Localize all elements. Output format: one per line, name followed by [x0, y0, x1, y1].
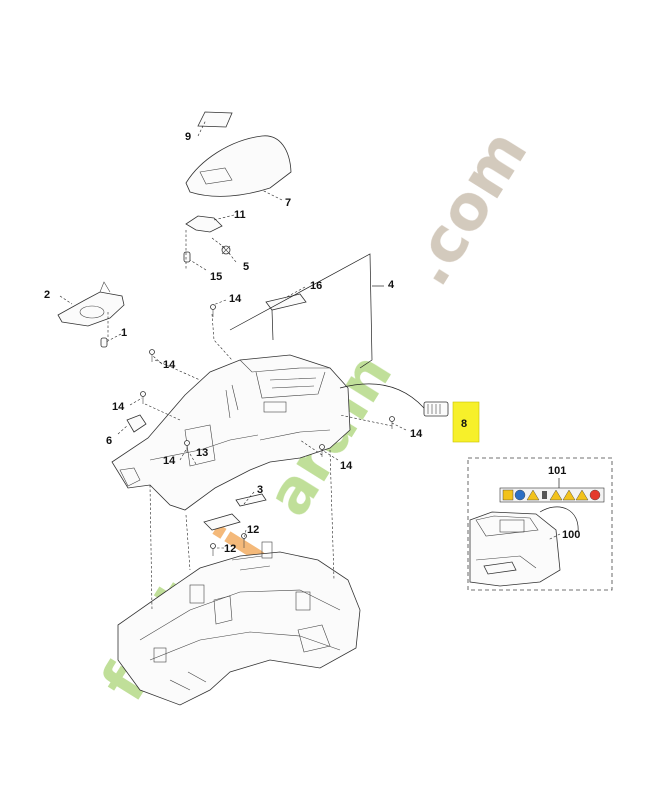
part-2-bracket	[57, 281, 125, 327]
callout-label: 11	[234, 209, 246, 221]
callout-label: 1	[121, 327, 127, 339]
callout-label: 14	[410, 428, 423, 440]
part-9-plate	[197, 111, 233, 128]
watermark-domain: .com	[391, 117, 542, 298]
callout-label: 14	[112, 401, 125, 413]
callout-label-101: 101	[548, 465, 566, 477]
callout-label: 4	[388, 279, 395, 291]
detail-inset: 101 100	[467, 457, 613, 591]
cable-to-connector	[339, 383, 425, 409]
callout-label: 5	[243, 261, 249, 273]
callout-label: 7	[285, 197, 291, 209]
screws-14	[140, 304, 395, 457]
main-housing	[111, 354, 351, 511]
callout-label: 15	[210, 271, 222, 283]
part-3-plate	[203, 493, 267, 531]
callout-label: 3	[257, 484, 263, 496]
inset-frame	[467, 457, 613, 591]
callout-label: 14	[229, 293, 242, 305]
callout-label: 13	[196, 447, 208, 459]
callout-label: 12	[224, 543, 236, 555]
callout-labels: 9 7 11 5 15 16 4 2 1 14 14 14 6 13 14 14…	[44, 131, 423, 555]
part-16-sticker	[265, 293, 307, 341]
highlight-box	[452, 401, 480, 443]
callout-label: 14	[340, 460, 353, 472]
part-15-pin	[183, 251, 191, 263]
leader-lines	[59, 119, 407, 611]
part-7-top-cover	[185, 135, 292, 197]
callout-label: 16	[310, 280, 322, 292]
callout-label: 14	[163, 359, 176, 371]
highlighted-callout-8: 8	[452, 401, 480, 443]
part-5-spring	[221, 245, 231, 255]
callout-label: 14	[163, 455, 176, 467]
part-11-latch	[185, 215, 223, 233]
part-6-knob	[126, 414, 147, 433]
callout-label-8: 8	[461, 418, 467, 430]
callout-label-100: 100	[562, 529, 580, 541]
callout-label: 6	[106, 435, 112, 447]
callout-label: 12	[247, 524, 259, 536]
part-8-connector	[423, 401, 449, 417]
warning-label-strip	[499, 487, 605, 503]
callout-label: 9	[185, 131, 191, 143]
lower-chassis	[117, 541, 361, 706]
callout-label: 2	[44, 289, 50, 301]
callout-bracket-4	[229, 253, 373, 369]
part-1-pin	[100, 337, 108, 348]
